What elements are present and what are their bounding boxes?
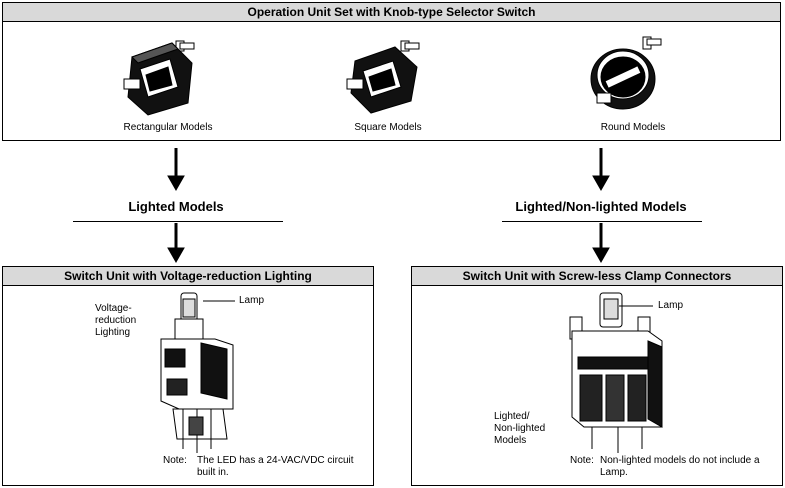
screw-less-clamp-switch-unit-icon [569, 292, 663, 453]
voltage-reduction-lighting-panel: Switch Unit with Voltage-reduction Light… [2, 266, 374, 486]
lighted-nonlighted-models-rule [502, 221, 702, 222]
lamp-callout-line [203, 300, 235, 302]
left-note: Note: The LED has a 24-VAC/VDC circuit b… [163, 455, 373, 481]
square-models-label: Square Models [354, 122, 422, 133]
screw-less-clamp-title: Switch Unit with Screw-less Clamp Connec… [412, 267, 782, 286]
note-label: Note: [163, 455, 187, 466]
note-label: Note: [570, 455, 594, 466]
right-note: Note: Non-lighted models do not include … [570, 455, 780, 481]
round-selector-switch-icon [590, 36, 662, 110]
lamp-callout-label: Lamp [658, 300, 684, 311]
lighted-models-rule [73, 221, 283, 222]
operation-unit-set-title: Operation Unit Set with Knob-type Select… [3, 3, 780, 22]
lamp-callout-line [619, 305, 653, 307]
note-text: The LED has a 24-VAC/VDC circuit built i… [197, 455, 354, 478]
voltage-reduction-lighting-title: Switch Unit with Voltage-reduction Light… [3, 267, 373, 286]
lighted-nonlighted-callout: Lighted/ Non-lighted Models [494, 411, 546, 446]
lighted-models-heading: Lighted Models [128, 199, 224, 214]
voltage-reduction-lighting-callout: Voltage- reduction Lighting [95, 303, 137, 338]
round-models-label: Round Models [600, 122, 666, 133]
voltage-reduction-switch-unit-icon [160, 292, 234, 453]
lighted-nonlighted-models-heading: Lighted/Non-lighted Models [515, 199, 687, 214]
rectangular-selector-switch-icon [123, 40, 195, 116]
rectangular-models-label: Rectangular Models [123, 122, 213, 133]
operation-unit-set-panel: Operation Unit Set with Knob-type Select… [2, 2, 781, 141]
square-selector-switch-icon [346, 40, 420, 114]
lamp-callout-label: Lamp [239, 295, 265, 306]
note-text: Non-lighted models do not include a Lamp… [600, 455, 760, 478]
screw-less-clamp-panel: Switch Unit with Screw-less Clamp Connec… [411, 266, 783, 486]
